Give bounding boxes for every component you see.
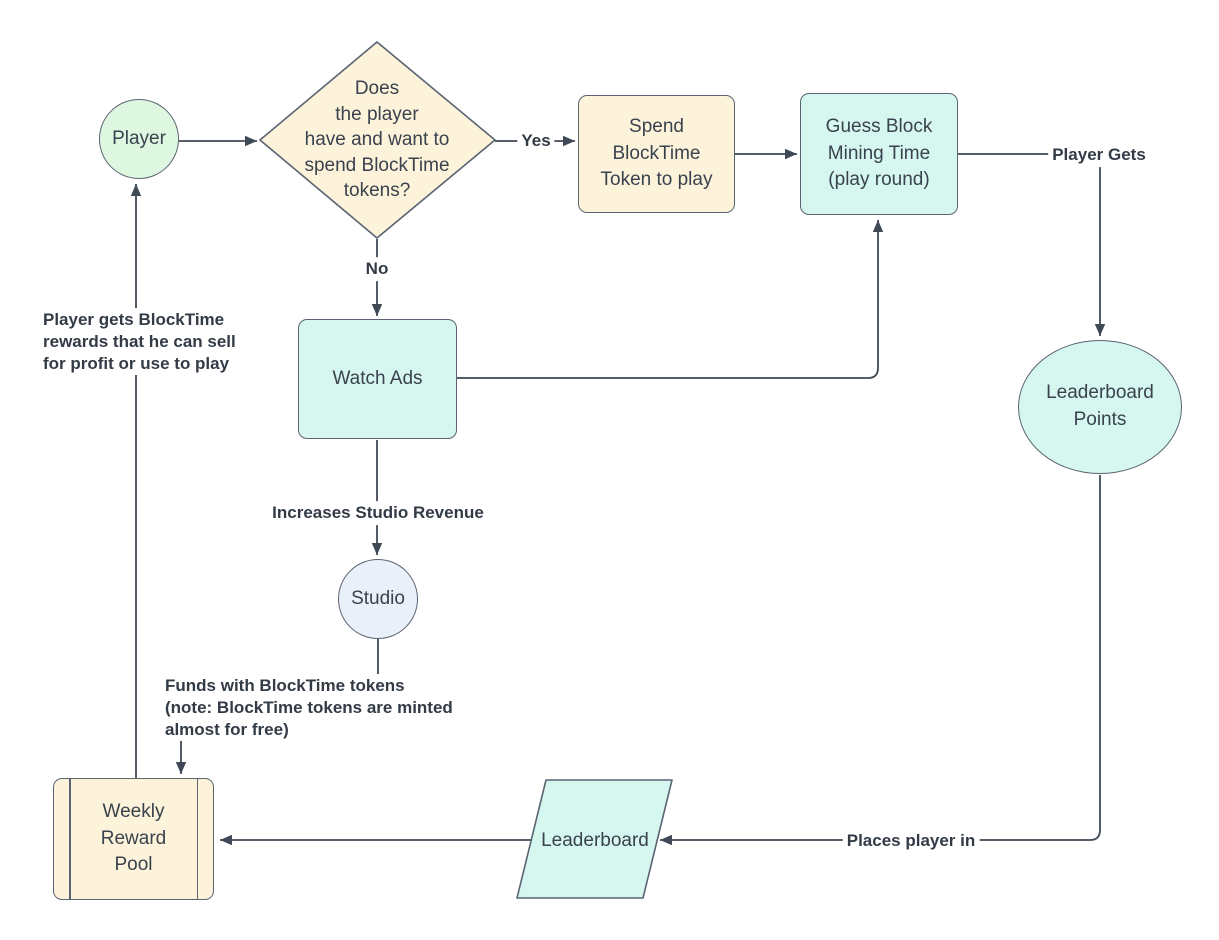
leaderboard-points-node-label: Leaderboard Points — [1046, 382, 1154, 430]
player-node-label: Player — [112, 127, 166, 149]
guess-block-node-label: Guess Block Mining Time (play round) — [825, 116, 933, 191]
decision-node-shape[interactable] — [259, 41, 496, 239]
predefined-process-right-bar — [196, 779, 198, 899]
edge-leaderboard-points-to-leaderboard — [660, 475, 1101, 846]
edge-label-player-gets: Player Gets — [1048, 143, 1150, 167]
edge-watch-ads-to-guess — [457, 220, 884, 379]
edge-label-yes: Yes — [517, 129, 555, 153]
edge-label-funds-note: Funds with BlockTime tokens (note: Block… — [161, 674, 457, 742]
weekly-reward-pool-node[interactable]: Weekly Reward Pool — [53, 778, 214, 900]
guess-block-node[interactable]: Guess Block Mining Time (play round) — [800, 93, 958, 215]
leaderboard-node-shape[interactable] — [516, 779, 673, 899]
predefined-process-left-bar — [69, 779, 71, 899]
spend-token-node[interactable]: Spend BlockTime Token to play — [578, 95, 735, 213]
watch-ads-node[interactable]: Watch Ads — [298, 319, 457, 439]
edge-label-player-rewards: Player gets BlockTime rewards that he ca… — [39, 308, 240, 376]
edge-label-places-player-in: Places player in — [842, 829, 980, 853]
studio-node-label: Studio — [351, 587, 405, 609]
leaderboard-points-node[interactable]: Leaderboard Points — [1018, 340, 1182, 474]
weekly-reward-pool-node-label: Weekly Reward Pool — [100, 801, 167, 876]
player-node[interactable]: Player — [99, 99, 179, 179]
spend-token-node-label: Spend BlockTime Token to play — [600, 116, 713, 191]
edge-guess-to-leaderboard-points — [958, 153, 1106, 336]
studio-node[interactable]: Studio — [338, 559, 418, 639]
watch-ads-node-label: Watch Ads — [332, 367, 423, 389]
edge-label-increases-studio-revenue: Increases Studio Revenue — [268, 501, 488, 525]
edge-label-no: No — [361, 257, 393, 281]
